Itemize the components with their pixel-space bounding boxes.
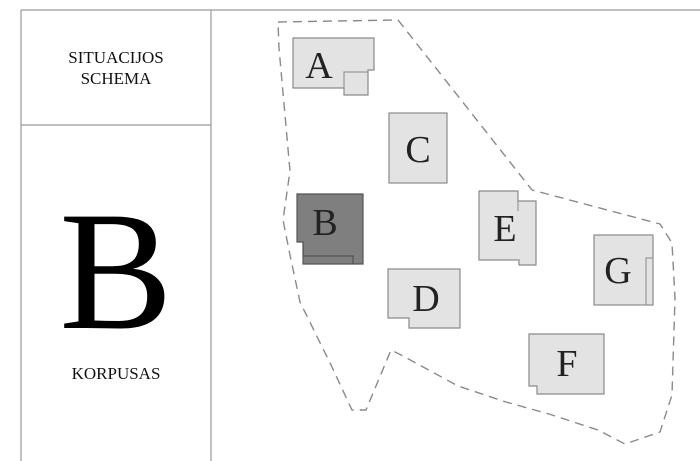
building-b[interactable]: B bbox=[296, 193, 364, 265]
building-label-e: E bbox=[493, 208, 516, 250]
building-g[interactable]: G bbox=[593, 234, 654, 306]
site-boundary bbox=[277, 19, 676, 445]
scheme-title: SITUACIJOS SCHEMA bbox=[21, 10, 211, 125]
scheme-title-text: SITUACIJOS SCHEMA bbox=[68, 47, 164, 88]
building-label-f: F bbox=[556, 343, 577, 385]
building-c[interactable]: C bbox=[388, 112, 448, 184]
building-a[interactable]: A bbox=[292, 37, 375, 96]
building-label-c: C bbox=[405, 129, 430, 171]
building-label-b: B bbox=[312, 202, 337, 244]
building-label-g: G bbox=[604, 250, 631, 292]
building-d[interactable]: D bbox=[387, 268, 461, 329]
korpusas-caption: KORPUSAS bbox=[71, 364, 161, 383]
building-label-d: D bbox=[412, 278, 439, 320]
building-e[interactable]: E bbox=[478, 190, 537, 266]
building-f[interactable]: F bbox=[528, 333, 605, 395]
building-label-a: A bbox=[305, 45, 333, 87]
selected-building-letter: B bbox=[59, 177, 173, 365]
